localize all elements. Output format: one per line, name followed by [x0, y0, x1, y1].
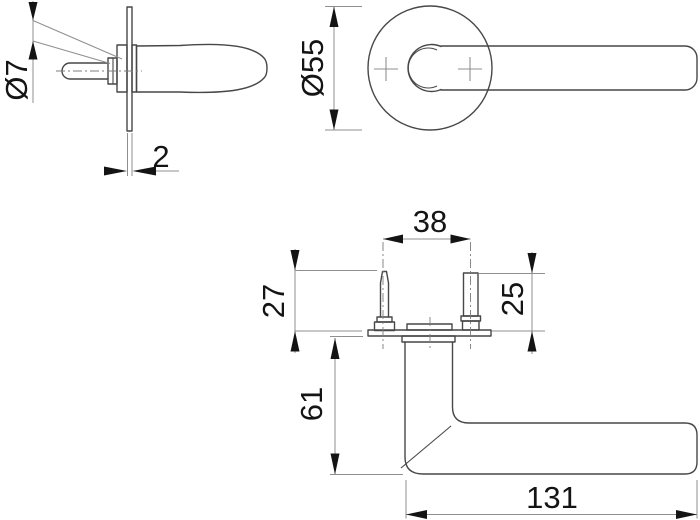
arrowhead	[329, 109, 339, 130]
neck-ring-outer	[407, 43, 442, 93]
side-view: Ø7 2	[0, 1, 268, 176]
arrowhead	[290, 331, 300, 352]
arrowhead	[290, 250, 300, 271]
rose-hub	[116, 44, 128, 93]
screw-hole-cross-right	[458, 57, 482, 81]
fixing-screw	[460, 242, 482, 349]
arrowhead	[104, 166, 127, 176]
rose-plate-edge	[126, 6, 133, 132]
arrowhead	[329, 6, 339, 27]
dim-spindle-length: 27	[256, 249, 377, 353]
arrowhead	[28, 2, 38, 21]
dim-rose-diameter: Ø55	[295, 6, 362, 131]
rose-circle	[367, 5, 493, 131]
handle-outline	[404, 341, 698, 475]
dim-spindle-diameter-label: Ø7	[0, 59, 34, 100]
arrowhead	[406, 510, 427, 519]
arrowhead	[330, 453, 340, 475]
dim-handle-drop: 61	[294, 336, 403, 475]
arrowhead	[527, 331, 537, 352]
dim-handle-length-label: 131	[526, 480, 578, 515]
dim-screw-spacing-label: 38	[413, 204, 447, 239]
dim-screw-length: 25	[479, 252, 545, 354]
arrowhead	[527, 253, 537, 274]
dim-screw-length-label: 25	[495, 282, 530, 316]
arrowhead	[383, 234, 403, 244]
spindle-pin	[373, 242, 396, 349]
dim-rose-thickness-label: 2	[152, 139, 169, 174]
arrowhead	[28, 41, 38, 60]
front-view: Ø55	[295, 5, 698, 131]
arrowhead	[676, 510, 697, 519]
dim-spindle-diameter: Ø7	[0, 1, 123, 103]
arrowhead	[132, 166, 156, 176]
screw-hole-cross-left	[374, 57, 398, 81]
handle-grip-profile	[135, 43, 268, 94]
lever-bar-front	[440, 45, 698, 91]
dim-rose-thickness: 2	[104, 133, 179, 176]
dim-handle-length: 131	[405, 480, 698, 519]
arrowhead	[330, 338, 340, 359]
neck-ring-inner	[407, 47, 438, 89]
spindle-hub-block	[406, 323, 453, 331]
neck-collar	[401, 335, 456, 343]
dim-spindle-length-label: 27	[256, 284, 291, 318]
dim-handle-drop-label: 61	[294, 387, 329, 421]
dim-screw-spacing: 38	[383, 204, 471, 244]
bottom-view: 38 27 25 61	[256, 204, 698, 519]
bend-miter-line	[400, 425, 452, 469]
dim-rose-diameter-label: Ø55	[295, 39, 330, 98]
arrowhead	[450, 234, 471, 244]
